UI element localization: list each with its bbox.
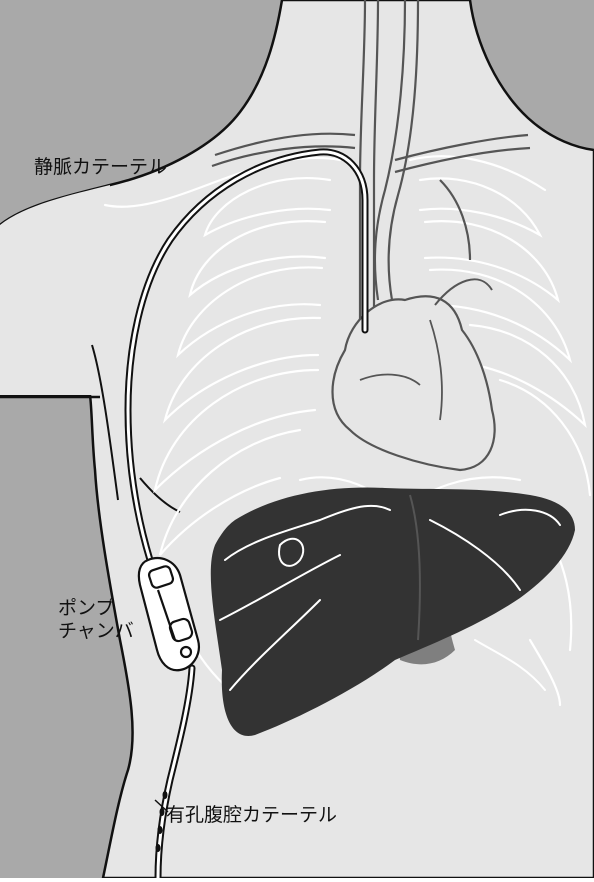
pump-port [181, 647, 191, 657]
label-pump-chamber: ポンプ チャンバ [58, 597, 134, 643]
left-arm [0, 185, 110, 395]
label-peritoneal-catheter: 有孔腹腔カテーテル [166, 804, 337, 827]
label-venous-catheter: 静脈カテーテル [34, 156, 167, 179]
hole-4 [156, 844, 161, 852]
label-pump-line1: ポンプ [58, 597, 134, 620]
hole-2 [160, 808, 165, 816]
hole-1 [163, 791, 168, 799]
hole-3 [158, 826, 163, 834]
label-pump-line2: チャンバ [58, 620, 134, 643]
